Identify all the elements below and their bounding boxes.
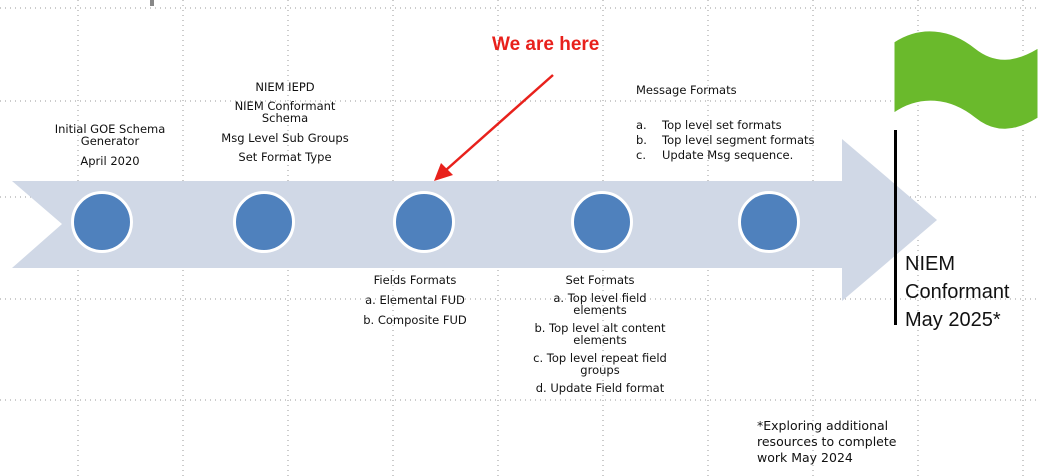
milestone-circle-5 (738, 191, 800, 253)
message-format-item: a.Top level set formats (636, 118, 782, 132)
milestone-1-label: Initial GOE Schema Generator April 2020 (54, 122, 166, 168)
message-format-item: c.Update Msg sequence. (636, 148, 794, 162)
milestone-3-label: Fields Formats a. Elemental FUD b. Compo… (363, 273, 467, 327)
milestone-circle-2 (233, 191, 295, 253)
milestone-4-label: Set Formats a. Top level field elements … (533, 273, 667, 395)
footnote: *Exploring additional resources to compl… (757, 418, 897, 465)
we-are-here-label: We are here (492, 34, 600, 55)
message-formats-list: Message Formats a.Top level set formats … (636, 83, 815, 163)
goal-label: NIEM Conformant May 2025* (905, 253, 1010, 331)
milestone-2-label: NIEM IEPD NIEM Conformant Schema Msg Lev… (221, 80, 349, 164)
message-formats-title: Message Formats (636, 83, 737, 97)
message-format-item: b.Top level segment formats (636, 133, 815, 147)
milestone-circle-1 (71, 191, 133, 253)
milestone-circle-3 (393, 191, 455, 253)
milestone-circle-4 (571, 191, 633, 253)
